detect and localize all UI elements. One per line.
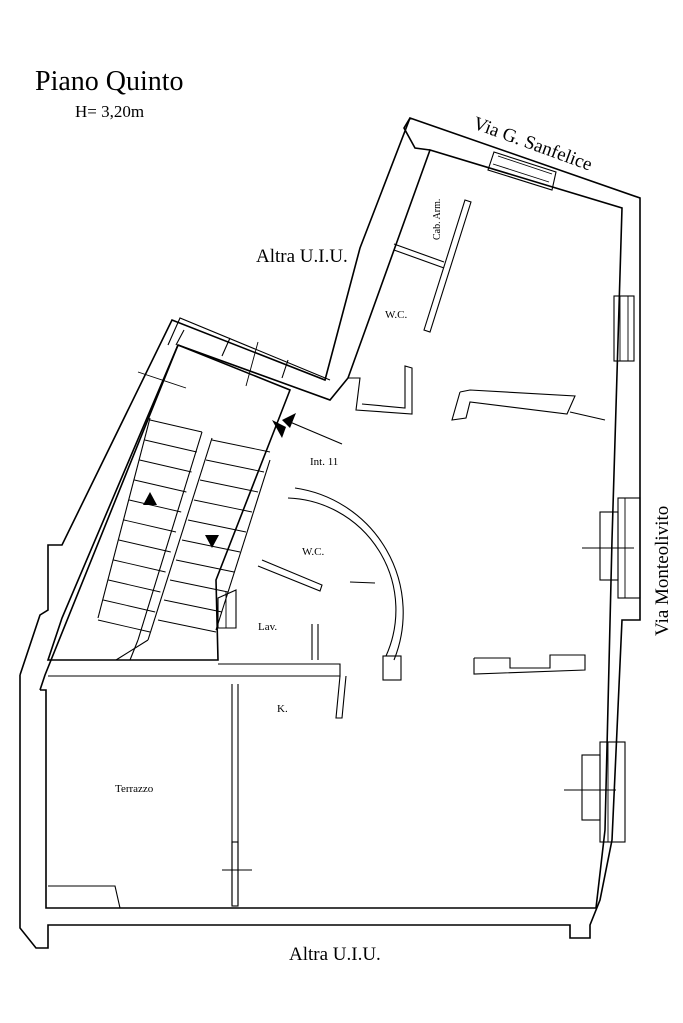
laundry-walls xyxy=(217,589,319,660)
plan-title: Piano Quinto xyxy=(35,66,184,97)
room-label-cabinet: Cab. Arm. xyxy=(432,199,443,240)
window-east-lower xyxy=(564,741,626,843)
stair-tread xyxy=(169,579,229,593)
room-label-wc-lower: W.C. xyxy=(302,546,324,558)
stair-tread xyxy=(211,439,271,453)
height-note: H= 3,20m xyxy=(75,102,144,121)
window-east-middle xyxy=(582,497,641,599)
terrace-walls xyxy=(48,885,121,909)
stair-tread xyxy=(118,539,171,553)
window-north xyxy=(487,151,557,191)
room-label-wc-upper: W.C. xyxy=(385,309,407,321)
stair-tread xyxy=(193,499,253,513)
window-east-upper xyxy=(613,295,635,362)
stair-tread xyxy=(113,559,166,573)
kitchen-walls xyxy=(48,654,586,907)
stair-tread xyxy=(163,599,223,613)
stair-tread xyxy=(205,459,265,473)
stairwell xyxy=(46,317,331,661)
outer-walls xyxy=(19,116,641,949)
stair-tread xyxy=(181,539,241,553)
living-room-north-walls xyxy=(451,389,606,421)
stair-tread xyxy=(139,459,192,473)
stair-tread xyxy=(187,519,247,533)
room-label-entrance: Int. 11 xyxy=(310,456,338,468)
stair-treads xyxy=(97,419,271,633)
stair-tread xyxy=(134,479,187,493)
neighbour-label-south: Altra U.I.U. xyxy=(289,944,381,965)
stair-tread xyxy=(108,579,161,593)
street-label-east: Via Monteolivito xyxy=(652,506,673,636)
stair-tread xyxy=(123,519,177,533)
stair-tread xyxy=(157,619,217,633)
wc-lower-walls xyxy=(257,487,404,681)
entrance-door xyxy=(272,413,343,445)
stair-tread xyxy=(149,419,203,433)
stair-tread xyxy=(129,499,182,513)
stair-tread xyxy=(103,599,156,613)
room-label-kitchen: K. xyxy=(277,703,288,715)
room-label-terrace: Terrazzo xyxy=(115,783,154,795)
room-label-laundry: Lav. xyxy=(258,621,277,633)
neighbour-label-west: Altra U.I.U. xyxy=(256,246,348,267)
stair-tread xyxy=(97,619,151,633)
wc-upper-walls xyxy=(348,199,472,415)
stair-tread xyxy=(175,559,235,573)
stair-tread xyxy=(199,479,259,493)
stair-tread xyxy=(144,439,197,453)
